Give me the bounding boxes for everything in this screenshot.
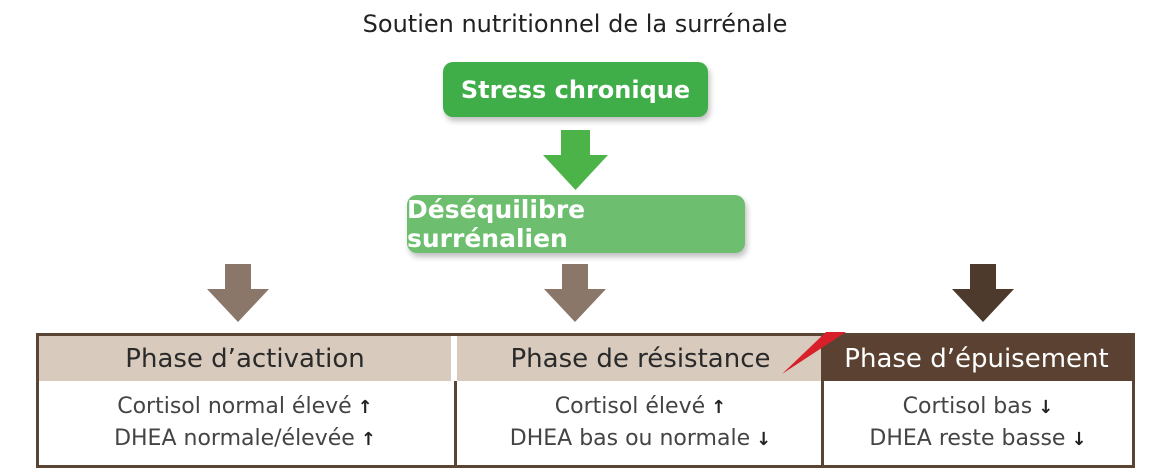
dhea-line: DHEA reste basse↓ — [869, 426, 1087, 451]
stress-chronique-box: Stress chronique — [443, 62, 708, 117]
brown-down-arrow-icon — [207, 264, 269, 322]
phases-table: Phase d’activation Cortisol normal élevé… — [36, 333, 1135, 468]
arrow-up-icon: ↑ — [360, 429, 376, 450]
arrow-up-icon: ↑ — [357, 397, 373, 418]
cortisol-line: Cortisol normal élevé↑ — [117, 394, 373, 419]
cortisol-line: Cortisol bas↓ — [902, 394, 1054, 419]
green-down-arrow-icon — [543, 130, 608, 190]
dhea-line: DHEA normale/élevée↑ — [114, 426, 376, 451]
dark-brown-down-arrow-icon — [952, 264, 1014, 322]
diagram-title: Soutien nutritionnel de la surrénale — [362, 10, 788, 38]
arrow-down-icon: ↓ — [1071, 429, 1087, 450]
dhea-line: DHEA bas ou normale↓ — [509, 426, 772, 451]
arrow-down-icon: ↓ — [1038, 397, 1054, 418]
phase-header: Phase d’activation — [39, 336, 451, 381]
phase-epuisement-column: Phase d’épuisement Cortisol bas↓ DHEA re… — [821, 336, 1132, 465]
phase-activation-column: Phase d’activation Cortisol normal élevé… — [39, 336, 451, 465]
phase-header: Phase d’épuisement — [821, 336, 1132, 381]
desequilibre-box: Déséquilibre surrénalien — [407, 195, 745, 253]
arrow-up-icon: ↑ — [711, 397, 727, 418]
phase-header: Phase de résistance — [457, 336, 824, 381]
brown-down-arrow-icon — [544, 264, 606, 322]
red-slash-accent-icon — [782, 332, 846, 374]
cortisol-line: Cortisol élevé↑ — [554, 394, 727, 419]
arrow-down-icon: ↓ — [756, 429, 772, 450]
phase-resistance-column: Phase de résistance Cortisol élevé↑ DHEA… — [454, 336, 824, 465]
